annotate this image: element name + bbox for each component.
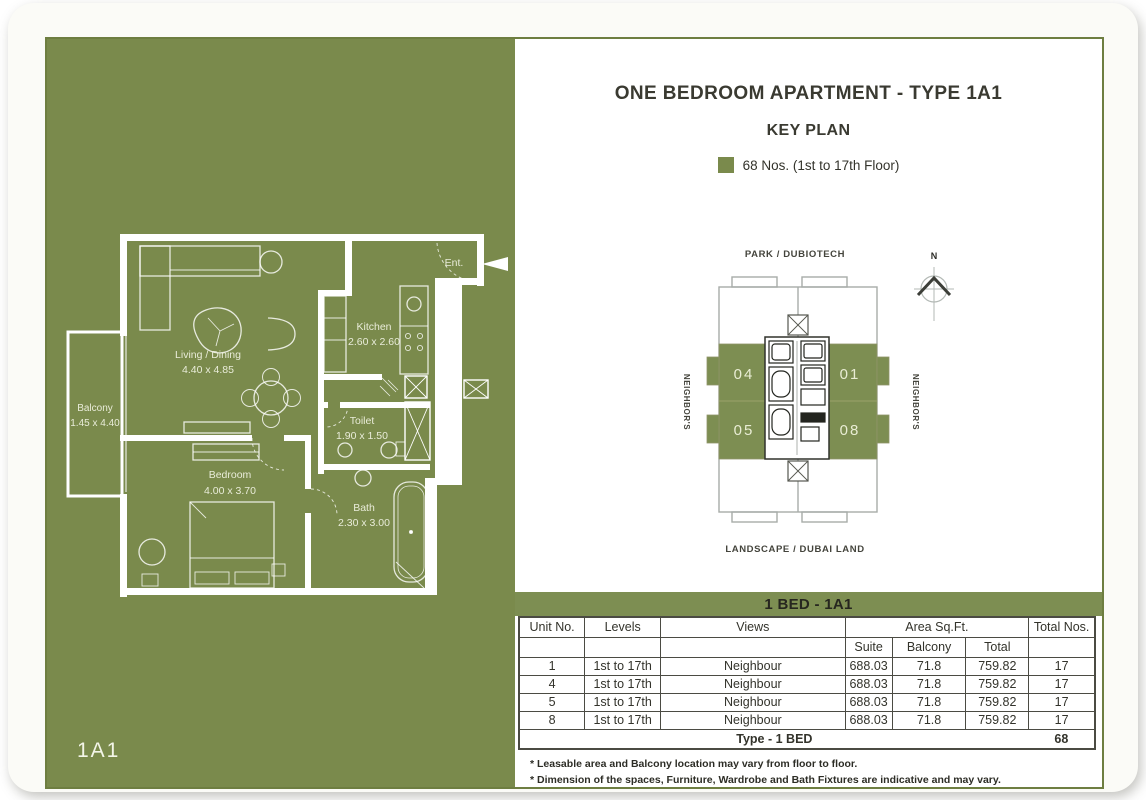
balcony-label: Balcony — [77, 403, 113, 414]
kitchen-label: Kitchen — [356, 321, 391, 333]
surroundings-labels: PARK / DUBIOTECH LANDSCAPE / DUBAI LAND … — [682, 249, 920, 555]
elevators — [768, 340, 826, 442]
key-plan-title: KEY PLAN — [766, 122, 851, 139]
lounge-chair — [193, 307, 242, 354]
unit-01: 01 — [840, 366, 861, 383]
bath-sink — [354, 469, 372, 487]
park-label: PARK / DUBIOTECH — [745, 249, 845, 260]
col-header-balcony: Balcony — [891, 637, 967, 658]
col-header-blank — [518, 637, 586, 658]
bath-dims: 2.30 x 3.00 — [338, 517, 390, 529]
footnote-2: * Dimension of the spaces, Furniture, Wa… — [530, 773, 1001, 786]
table-row: 8 1st to 17th Neighbour 688.03 71.8 759.… — [518, 711, 1096, 730]
living-label: Living / Dining — [175, 349, 241, 361]
bedroom-chair — [138, 538, 166, 566]
col-header-area: Area Sq.Ft. — [844, 616, 1030, 638]
unit-08: 08 — [840, 422, 861, 439]
col-header-levels: Levels — [584, 616, 662, 638]
landscape-label: LANDSCAPE / DUBAI LAND — [725, 544, 864, 555]
bed — [189, 501, 275, 589]
neighbors-right-label: NEIGHBOR'S — [911, 374, 920, 430]
balcony-outline — [66, 330, 127, 498]
kitchen-dims: 2.60 x 2.60 — [348, 336, 400, 348]
sofa — [139, 245, 261, 277]
bath-label: Bath — [353, 502, 375, 514]
kitchen-sink — [406, 296, 422, 312]
unit-05: 05 — [734, 422, 755, 439]
bath-fixtures — [354, 469, 429, 589]
tv-cabinet — [183, 421, 251, 434]
unit-04: 04 — [734, 366, 755, 383]
armchair — [267, 317, 296, 351]
bedroom-dims: 4.00 x 3.70 — [204, 485, 256, 497]
table-row: 5 1st to 17th Neighbour 688.03 71.8 759.… — [518, 693, 1096, 712]
legend: 68 Nos. (1st to 17th Floor) — [515, 157, 1102, 173]
entrance-label: Ent. — [445, 257, 464, 269]
key-plan-diagram: 04 01 05 08 PARK / DUBIOTECH LANDSCAPE /… — [682, 249, 954, 555]
col-header-suite: Suite — [844, 637, 893, 658]
toilet-label: Toilet — [350, 415, 375, 427]
brochure-page: Living / Dining 4.40 x 4.85 Kitchen 2.60… — [8, 3, 1138, 792]
living-dims: 4.40 x 4.85 — [182, 364, 234, 376]
furniture — [138, 242, 479, 589]
unit-numbers: 04 01 05 08 — [734, 366, 861, 439]
side-table — [259, 250, 283, 274]
col-header-total-nos: Total Nos. — [1028, 616, 1096, 638]
kitchen-counter — [323, 285, 429, 375]
floor-plan-drawing: Living / Dining 4.40 x 4.85 Kitchen 2.60… — [66, 234, 508, 597]
table-row: 1 1st to 17th Neighbour 688.03 71.8 759.… — [518, 657, 1096, 676]
unit-table: Unit No. Levels Views Area Sq.Ft. Total … — [518, 616, 1096, 750]
right-panel: ONE BEDROOM APARTMENT - TYPE 1A1 KEY PLA… — [515, 39, 1102, 787]
compass-icon: N — [914, 251, 954, 321]
legend-swatch-icon — [717, 157, 734, 173]
table-title-band: 1 BED - 1A1 — [515, 592, 1102, 616]
summary-total: 68 — [1028, 729, 1095, 749]
compass-north-label: N — [931, 251, 938, 261]
footnotes: * Leasable area and Balcony location may… — [518, 757, 1096, 789]
legend-label: 68 Nos. (1st to 17th Floor) — [742, 157, 900, 173]
bathtub — [393, 481, 429, 583]
bedroom-label: Bedroom — [209, 469, 252, 481]
neighbors-left-label: NEIGHBOR'S — [682, 374, 691, 430]
plan-code: 1A1 — [77, 739, 121, 762]
toilet-fixtures — [337, 441, 406, 459]
service-shafts — [404, 375, 489, 461]
col-header-views: Views — [660, 616, 846, 638]
table-row: 4 1st to 17th Neighbour 688.03 71.8 759.… — [518, 675, 1096, 694]
summary-row: Type - 1 BED 68 — [519, 729, 1095, 749]
entrance-arrow-icon — [482, 257, 508, 271]
col-header-unit: Unit No. — [518, 616, 586, 638]
col-header-total: Total — [965, 637, 1030, 658]
table-section: Unit No. Levels Views Area Sq.Ft. Total … — [518, 616, 1096, 789]
balcony-dims: 1.45 x 4.40 — [70, 418, 120, 429]
summary-label: Type - 1 BED — [519, 729, 1029, 749]
page-title: ONE BEDROOM APARTMENT - TYPE 1A1 — [614, 83, 1003, 104]
toilet-dims: 1.90 x 1.50 — [336, 430, 388, 442]
room-labels: Living / Dining 4.40 x 4.85 Kitchen 2.60… — [70, 257, 463, 529]
bedside-table — [271, 563, 286, 577]
door-swings — [251, 242, 479, 516]
content-frame: Living / Dining 4.40 x 4.85 Kitchen 2.60… — [45, 37, 1104, 789]
core — [764, 314, 830, 482]
dining-set — [241, 368, 301, 428]
footnote-1: * Leasable area and Balcony location may… — [530, 758, 858, 770]
